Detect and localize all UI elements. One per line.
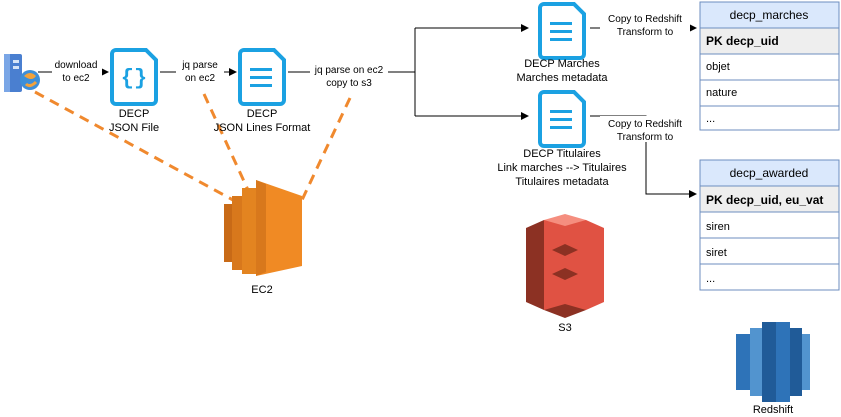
s3-icon xyxy=(526,214,604,318)
marches-doc-label-2: Marches metadata xyxy=(516,72,608,84)
edge-jq-parse-copy-label-2: copy to s3 xyxy=(326,78,372,89)
table-decp-awarded-row: siren xyxy=(706,221,730,233)
marches-doc-label-1: DECP Marches xyxy=(524,58,600,70)
jsonl-file-icon xyxy=(238,48,286,106)
edge-copy-marches-label-1: Copy to Redshift xyxy=(608,14,682,25)
table-decp-marches-row: ... xyxy=(706,113,715,125)
json-file-label-1: DECP xyxy=(119,108,150,120)
table-decp-awarded: decp_awarded PK decp_uid, eu_vat siren s… xyxy=(699,159,840,291)
marches-doc-icon xyxy=(538,2,586,60)
table-decp-awarded-row: ... xyxy=(706,273,715,285)
titulaires-doc-label-1: DECP Titulaires xyxy=(523,148,601,160)
table-decp-marches: decp_marches PK decp_uid objet nature ..… xyxy=(699,1,840,131)
edge-jq-parse-copy-label-1: jq parse on ec2 xyxy=(314,65,384,76)
table-decp-marches-name: decp_marches xyxy=(730,8,809,22)
ec2-label: EC2 xyxy=(251,284,272,296)
edge-copy-titulaires-label-1: Copy to Redshift xyxy=(608,119,682,130)
table-decp-awarded-row: siret xyxy=(706,247,727,259)
titulaires-doc-icon xyxy=(538,90,586,148)
edge-copy-titulaires-label-2: Transform to xyxy=(617,132,674,143)
table-decp-marches-row: nature xyxy=(706,87,737,99)
s3-label: S3 xyxy=(558,322,571,334)
edge-download-label-2: to ec2 xyxy=(62,73,90,84)
table-decp-marches-pk: PK decp_uid xyxy=(706,34,779,48)
svg-text:{}: {} xyxy=(121,66,147,91)
ec2-dashed-links xyxy=(34,90,352,202)
json-file-icon: {} xyxy=(110,48,158,106)
edge-copy-marches-label-2: Transform to xyxy=(617,27,674,38)
edge-jq-parse-label-1: jq parse xyxy=(181,60,218,71)
source-server-icon xyxy=(4,54,40,92)
table-decp-awarded-name: decp_awarded xyxy=(730,166,809,180)
edge-jq-parse-label-2: on ec2 xyxy=(185,73,215,84)
json-file-label-2: JSON File xyxy=(109,122,159,134)
redshift-label: Redshift xyxy=(753,404,793,416)
titulaires-doc-label-3: Titulaires metadata xyxy=(515,176,609,188)
table-decp-awarded-pk: PK decp_uid, eu_vat xyxy=(706,193,823,207)
edge-download-label-1: download xyxy=(55,60,98,71)
redshift-icon xyxy=(736,322,810,402)
ec2-icon xyxy=(224,180,302,276)
jsonl-file-label-2: JSON Lines Format xyxy=(214,122,311,134)
table-decp-marches-row: objet xyxy=(706,61,730,73)
titulaires-doc-label-2: Link marches --> Titulaires xyxy=(497,162,627,174)
jsonl-file-label-1: DECP xyxy=(247,108,278,120)
